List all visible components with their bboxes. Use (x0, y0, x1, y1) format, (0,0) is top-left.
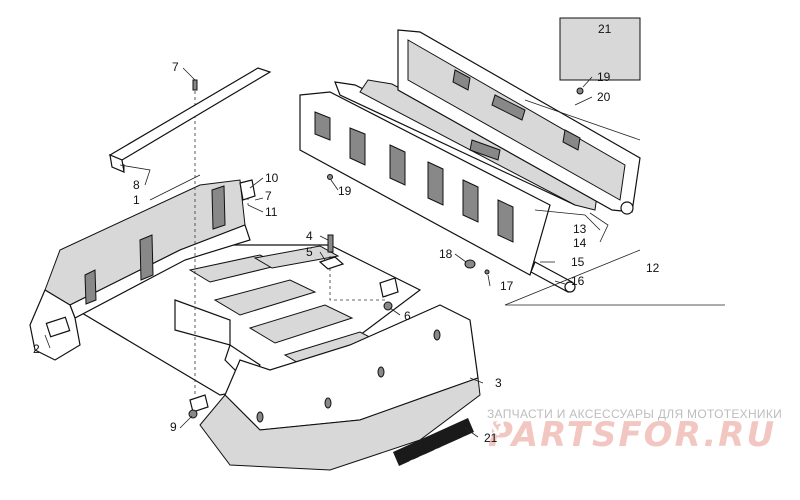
screw-19-right (576, 87, 584, 95)
side-rail (108, 67, 272, 173)
callout-9: 9 (170, 420, 177, 434)
callout-7-right: 7 (265, 189, 272, 203)
callout-18: 18 (439, 247, 453, 261)
bracket-9 (189, 394, 209, 413)
tailgate-outer-panel (299, 91, 551, 276)
watermark-site: PARTSFOR.RU (488, 415, 776, 455)
callout-17: 17 (500, 279, 514, 293)
tailgate-frame (397, 29, 641, 215)
callout-8: 8 (133, 178, 140, 192)
callout-5: 5 (306, 245, 313, 259)
bracket-10 (239, 179, 256, 201)
callout-19-left: 19 (338, 184, 352, 198)
callout-12: 12 (646, 261, 660, 275)
callout-20: 20 (597, 90, 611, 104)
callout-10: 10 (265, 171, 279, 185)
assembly-bracket-12 (504, 99, 725, 306)
watermark-tagline: ЗАПЧАСТИ И АКСЕССУАРЫ ДЛЯ МОТОТЕХНИКИ (487, 407, 782, 421)
callout-11: 11 (265, 205, 278, 219)
callout-3: 3 (495, 376, 502, 390)
tailgate-latch (469, 139, 501, 161)
callout-14: 14 (573, 236, 587, 250)
callout-1: 1 (133, 193, 140, 207)
nut-9 (188, 409, 198, 419)
callout-15: 15 (571, 255, 585, 269)
callout-4: 4 (306, 229, 313, 243)
callout-7-top: 7 (172, 60, 179, 74)
callout-21-top: 21 (598, 22, 612, 36)
bumper-18 (464, 259, 476, 269)
washer-5 (318, 256, 345, 270)
callout-13: 13 (573, 222, 587, 236)
decal-21-top (559, 17, 641, 81)
screw-17 (484, 269, 490, 275)
bracket-6 (379, 277, 399, 298)
callout-16: 16 (571, 274, 585, 288)
bolt-4 (327, 234, 334, 253)
callout-19-right: 19 (597, 70, 611, 84)
bolt-7-top (192, 79, 198, 91)
callout-21-bottom: 21 (484, 431, 498, 445)
screw-19-left (327, 174, 333, 180)
cargo-box (29, 179, 481, 471)
callout-6: 6 (404, 309, 411, 323)
callout-2: 2 (33, 342, 40, 356)
leader-lines (44, 67, 609, 438)
